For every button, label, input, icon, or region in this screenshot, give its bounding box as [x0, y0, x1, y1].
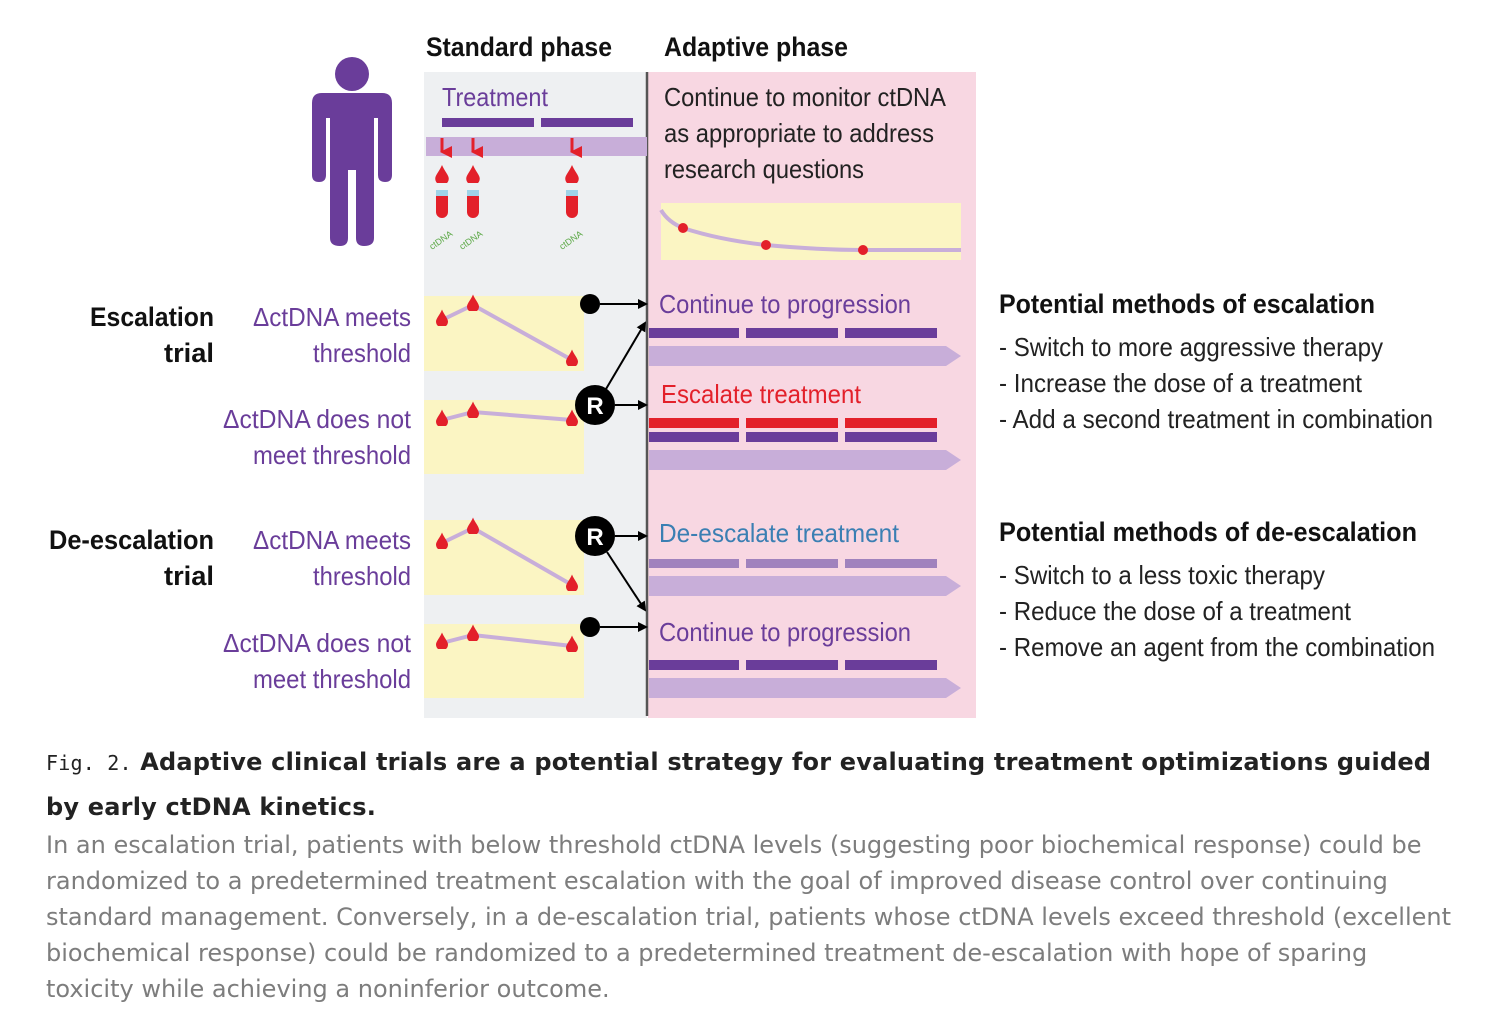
deescalated-treatment-bar [649, 559, 739, 568]
deescalation-method: - Switch to a less toxic therapy [999, 560, 1325, 590]
escalated-treatment-bar [649, 418, 739, 428]
monitor-text-line-2: as appropriate to address [664, 118, 934, 148]
figure-caption: Fig. 2. Adaptive clinical trials are a p… [46, 740, 1456, 1007]
deescalated-treatment-bar [845, 559, 937, 568]
escalation-meets-plot [424, 294, 584, 371]
treatment-bar [649, 328, 739, 338]
treatment-bar-2 [541, 118, 633, 127]
deescalated-treatment-bar [746, 559, 838, 568]
escalated-treatment-bar [845, 418, 937, 428]
escalation-meets-label-1: ΔctDNA meets [253, 302, 411, 332]
deescalation-not-meets-label-1: ΔctDNA does not [223, 628, 412, 658]
caption-body: In an escalation trial, patients with be… [46, 831, 1452, 1003]
escalation-not-meets-label-2: meet threshold [253, 440, 411, 470]
direct-assign-node [580, 294, 600, 314]
figure-label: Fig. 2. [46, 751, 132, 775]
deescalation-not-meets-label-2: meet threshold [253, 664, 411, 694]
treatment-bar [746, 328, 838, 338]
deescalation-trial-label-2: trial [164, 561, 214, 591]
deescalation-not-meets-plot [424, 624, 584, 698]
escalation-method: - Add a second treatment in combination [999, 404, 1433, 434]
escalation-not-meets-plot [424, 400, 584, 474]
escalation-trial-label-2: trial [164, 338, 214, 368]
treatment-label: Treatment [442, 82, 549, 112]
standard-phase-header: Standard phase [426, 32, 612, 62]
progression-arrow [649, 346, 961, 366]
svg-text:R: R [586, 393, 603, 420]
randomize-node: R [575, 516, 615, 556]
escalate-treatment-label: Escalate treatment [661, 379, 862, 409]
randomize-node: R [575, 385, 615, 425]
deescalation-meets-label-2: threshold [313, 561, 411, 591]
monitor-plot [659, 203, 961, 260]
deescalation-method: - Remove an agent from the combination [999, 632, 1435, 662]
treatment-bar [746, 432, 838, 442]
escalation-continue-label: Continue to progression [659, 289, 911, 319]
treatment-band [426, 137, 647, 156]
patient-icon [312, 57, 392, 246]
direct-assign-node [580, 617, 600, 637]
progression-arrow [649, 678, 961, 698]
treatment-bar [845, 432, 937, 442]
deescalation-meets-plot [424, 517, 584, 595]
svg-text:R: R [586, 524, 603, 551]
treatment-bar [746, 660, 838, 670]
treatment-bar [649, 660, 739, 670]
deescalation-continue-label: Continue to progression [659, 617, 911, 647]
adaptive-phase-panel [648, 72, 976, 718]
escalation-method: - Increase the dose of a treatment [999, 368, 1363, 398]
progression-arrow [649, 576, 961, 596]
monitor-text-line-3: research questions [664, 154, 864, 184]
escalation-meets-label-2: threshold [313, 338, 411, 368]
deescalation-meets-label-1: ΔctDNA meets [253, 525, 411, 555]
deescalation-trial-label-1: De-escalation [49, 525, 214, 555]
monitor-text-line-1: Continue to monitor ctDNA [664, 82, 947, 112]
escalation-method: - Switch to more aggressive therapy [999, 332, 1383, 362]
caption-title: Adaptive clinical trials are a potential… [46, 748, 1432, 821]
deescalate-treatment-label: De-escalate treatment [659, 518, 900, 548]
treatment-bar [649, 432, 739, 442]
escalation-not-meets-label-1: ΔctDNA does not [223, 404, 412, 434]
escalation-trial-label-1: Escalation [90, 302, 214, 332]
escalated-treatment-bar [746, 418, 838, 428]
progression-arrow [649, 450, 961, 470]
escalation-methods-title: Potential methods of escalation [999, 289, 1375, 319]
deescalation-methods-title: Potential methods of de-escalation [999, 517, 1417, 547]
adaptive-trial-diagram: Standard phase Adaptive phase Treatment … [49, 32, 1435, 718]
treatment-bar [845, 660, 937, 670]
deescalation-method: - Reduce the dose of a treatment [999, 596, 1352, 626]
standard-phase-panel [424, 72, 647, 718]
caption-title-block: Fig. 2. Adaptive clinical trials are a p… [46, 740, 1456, 829]
adaptive-phase-header: Adaptive phase [664, 32, 848, 62]
treatment-bar-1 [442, 118, 534, 127]
treatment-bar [845, 328, 937, 338]
